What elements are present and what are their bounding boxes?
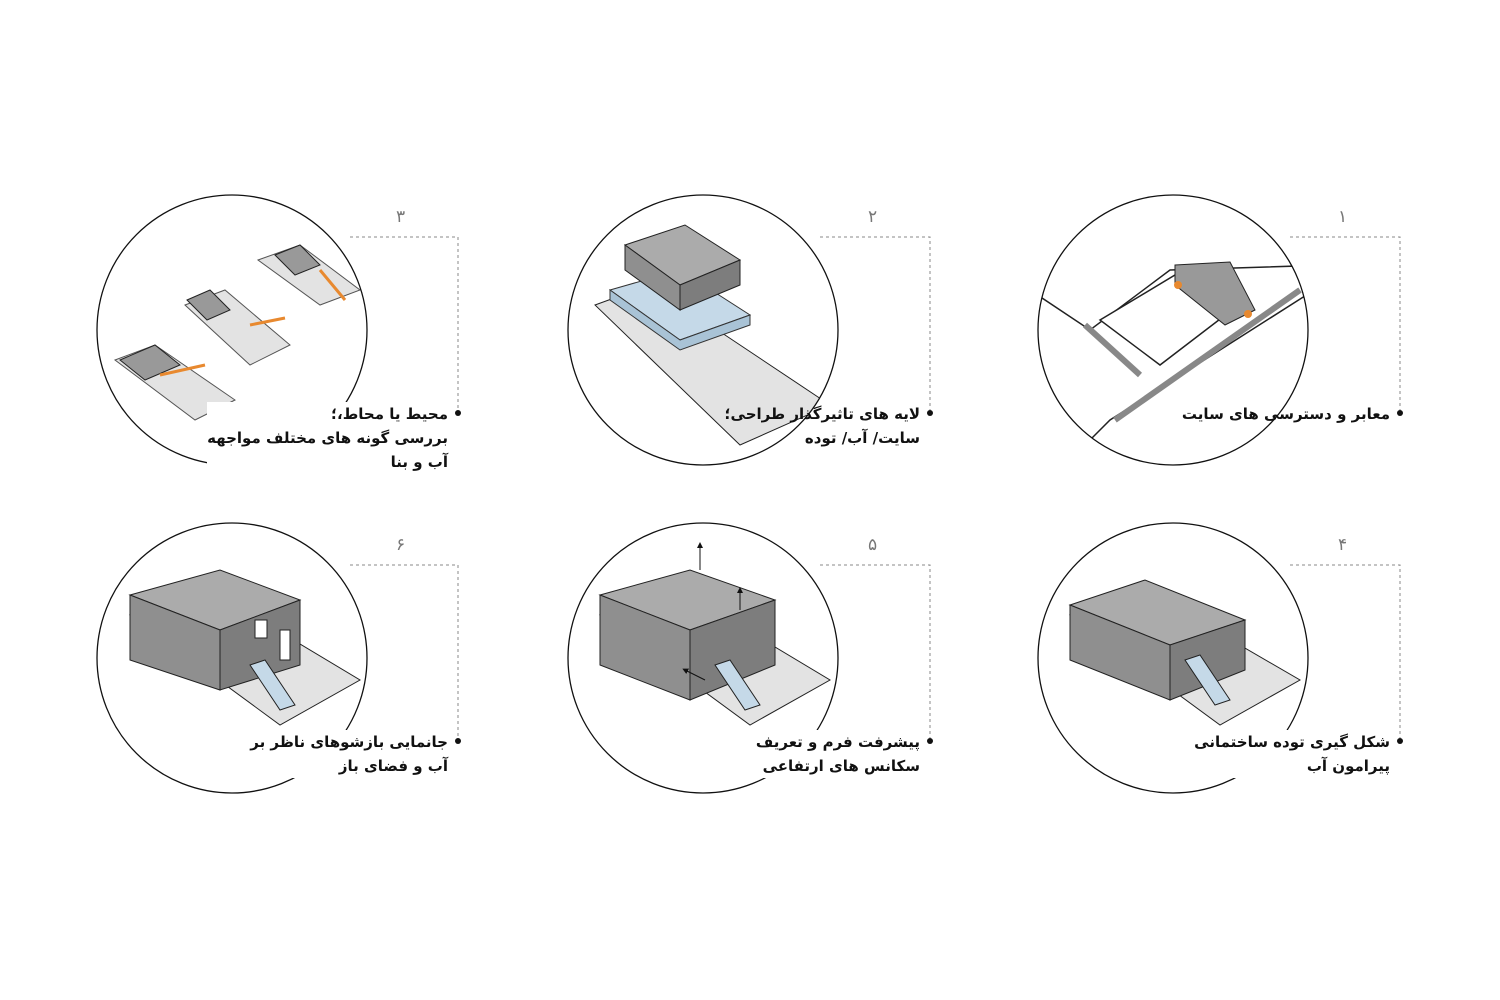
step-4-diagram [1037, 522, 1309, 794]
step-6-circle [96, 522, 368, 794]
step-5-circle [567, 522, 839, 794]
label-line: جانمایی بازشوهای ناظر بر [250, 733, 448, 751]
step-1-diagram [1037, 194, 1309, 466]
leader-lines [350, 236, 1401, 738]
step-4-number: ۴ [1338, 535, 1348, 555]
step-4-circle [1037, 522, 1309, 794]
step-2-diagram [567, 194, 839, 466]
step-2-number: ۲ [868, 207, 878, 227]
step-5-diagram [567, 522, 839, 794]
label-line: شکل گیری توده ساختمانی [1194, 733, 1390, 751]
label-line: معابر و دسترسی های سایت [1181, 405, 1390, 423]
label-line: بررسی گونه های مختلف مواجهه [207, 429, 448, 447]
step-2-circle [567, 194, 839, 466]
label-line: پیرامون آب [1306, 757, 1390, 775]
step-6-number: ۶ [396, 535, 406, 555]
step-4-label: شکل گیری توده ساختمانی پیرامون آب [1194, 730, 1390, 778]
step-1-circle [1037, 194, 1309, 466]
label-line: سکانس های ارتفاعی [762, 757, 920, 775]
label-line: پیشرفت فرم و تعریف [755, 733, 920, 751]
label-line: آب و بنا [390, 453, 448, 471]
step-1-label: معابر و دسترسی های سایت [1182, 402, 1390, 426]
step-5-label: پیشرفت فرم و تعریف سکانس های ارتفاعی [755, 730, 920, 778]
step-3-number: ۳ [396, 207, 406, 227]
step-6-label: جانمایی بازشوهای ناظر بر آب و فضای باز [250, 730, 448, 778]
step-6-diagram [96, 522, 368, 794]
step-3-label: محیط یا محاط،؛ بررسی گونه های مختلف مواج… [207, 402, 448, 474]
label-line: لایه های تاثیرگذار طراحی؛ [724, 405, 920, 423]
step-3-diagram [96, 194, 368, 466]
label-line: محیط یا محاط،؛ [331, 405, 448, 423]
leader-dots [455, 410, 1403, 744]
label-line: آب و فضای باز [338, 757, 448, 775]
step-1-number: ۱ [1338, 207, 1348, 227]
step-2-label: لایه های تاثیرگذار طراحی؛ سایت/ آب/ توده [725, 402, 920, 450]
step-5-number: ۵ [868, 535, 878, 555]
label-line: سایت/ آب/ توده [804, 429, 920, 447]
